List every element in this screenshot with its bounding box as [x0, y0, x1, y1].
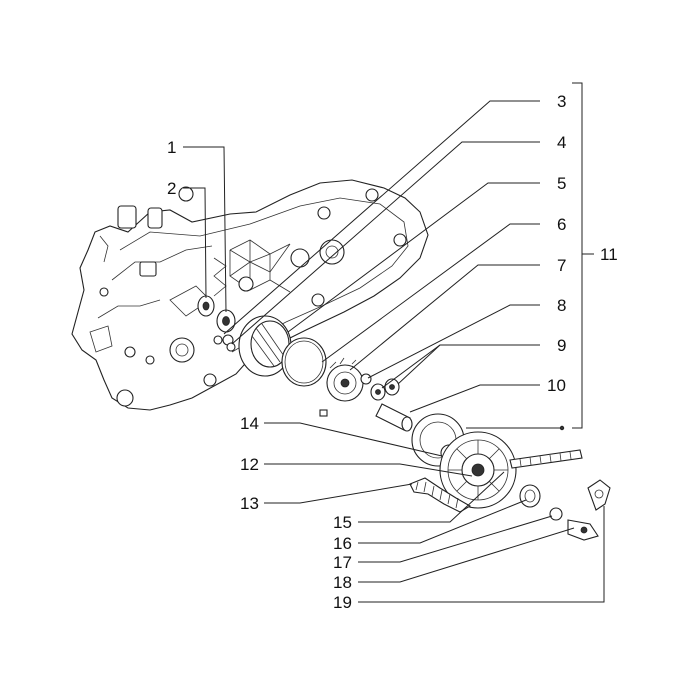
part-13-belt: [409, 477, 472, 513]
callout-1: 1: [167, 138, 176, 157]
callout-16: 16: [333, 534, 352, 553]
callout-15: 15: [333, 513, 352, 532]
callout-3: 3: [557, 92, 566, 111]
part-17-bolt: [549, 507, 563, 521]
callout-5: 5: [557, 174, 566, 193]
callout-11: 11: [600, 245, 618, 264]
callout-18: 18: [333, 573, 352, 592]
callout-10: 10: [547, 376, 566, 395]
part-7-starter-gear: [326, 357, 364, 402]
callout-4: 4: [557, 133, 566, 152]
callout-2: 2: [167, 179, 176, 198]
part-18-fitting: [567, 519, 599, 541]
callout-13: 13: [240, 494, 259, 513]
part-8-washer: [360, 373, 372, 385]
part-1-bearing: [216, 309, 236, 333]
callout-labels: 1 2 3 4 5 6 7 8 9 10 11 12 13 14 15 16 1…: [167, 92, 618, 612]
callout-7: 7: [557, 256, 566, 275]
callout-19: 19: [333, 593, 352, 612]
part-belt-right: [509, 449, 583, 469]
callout-17: 17: [333, 553, 352, 572]
leader-lines: [183, 82, 605, 603]
callout-12: 12: [240, 455, 259, 474]
part-4-seal: [213, 335, 236, 352]
callout-8: 8: [557, 296, 566, 315]
part-2-bearing: [197, 295, 215, 317]
callout-6: 6: [557, 215, 566, 234]
small-screw: [319, 409, 328, 417]
part-10-sleeve: [375, 403, 413, 432]
part-6-o-ring: [281, 337, 327, 387]
part-9-bearings: [370, 378, 400, 401]
callout-14: 14: [240, 414, 259, 433]
part-12-variator: [439, 431, 517, 509]
part-19-clip: [587, 479, 611, 511]
crankcase-housing: [71, 179, 429, 411]
part-16-nut: [519, 484, 541, 508]
callout-9: 9: [557, 336, 566, 355]
